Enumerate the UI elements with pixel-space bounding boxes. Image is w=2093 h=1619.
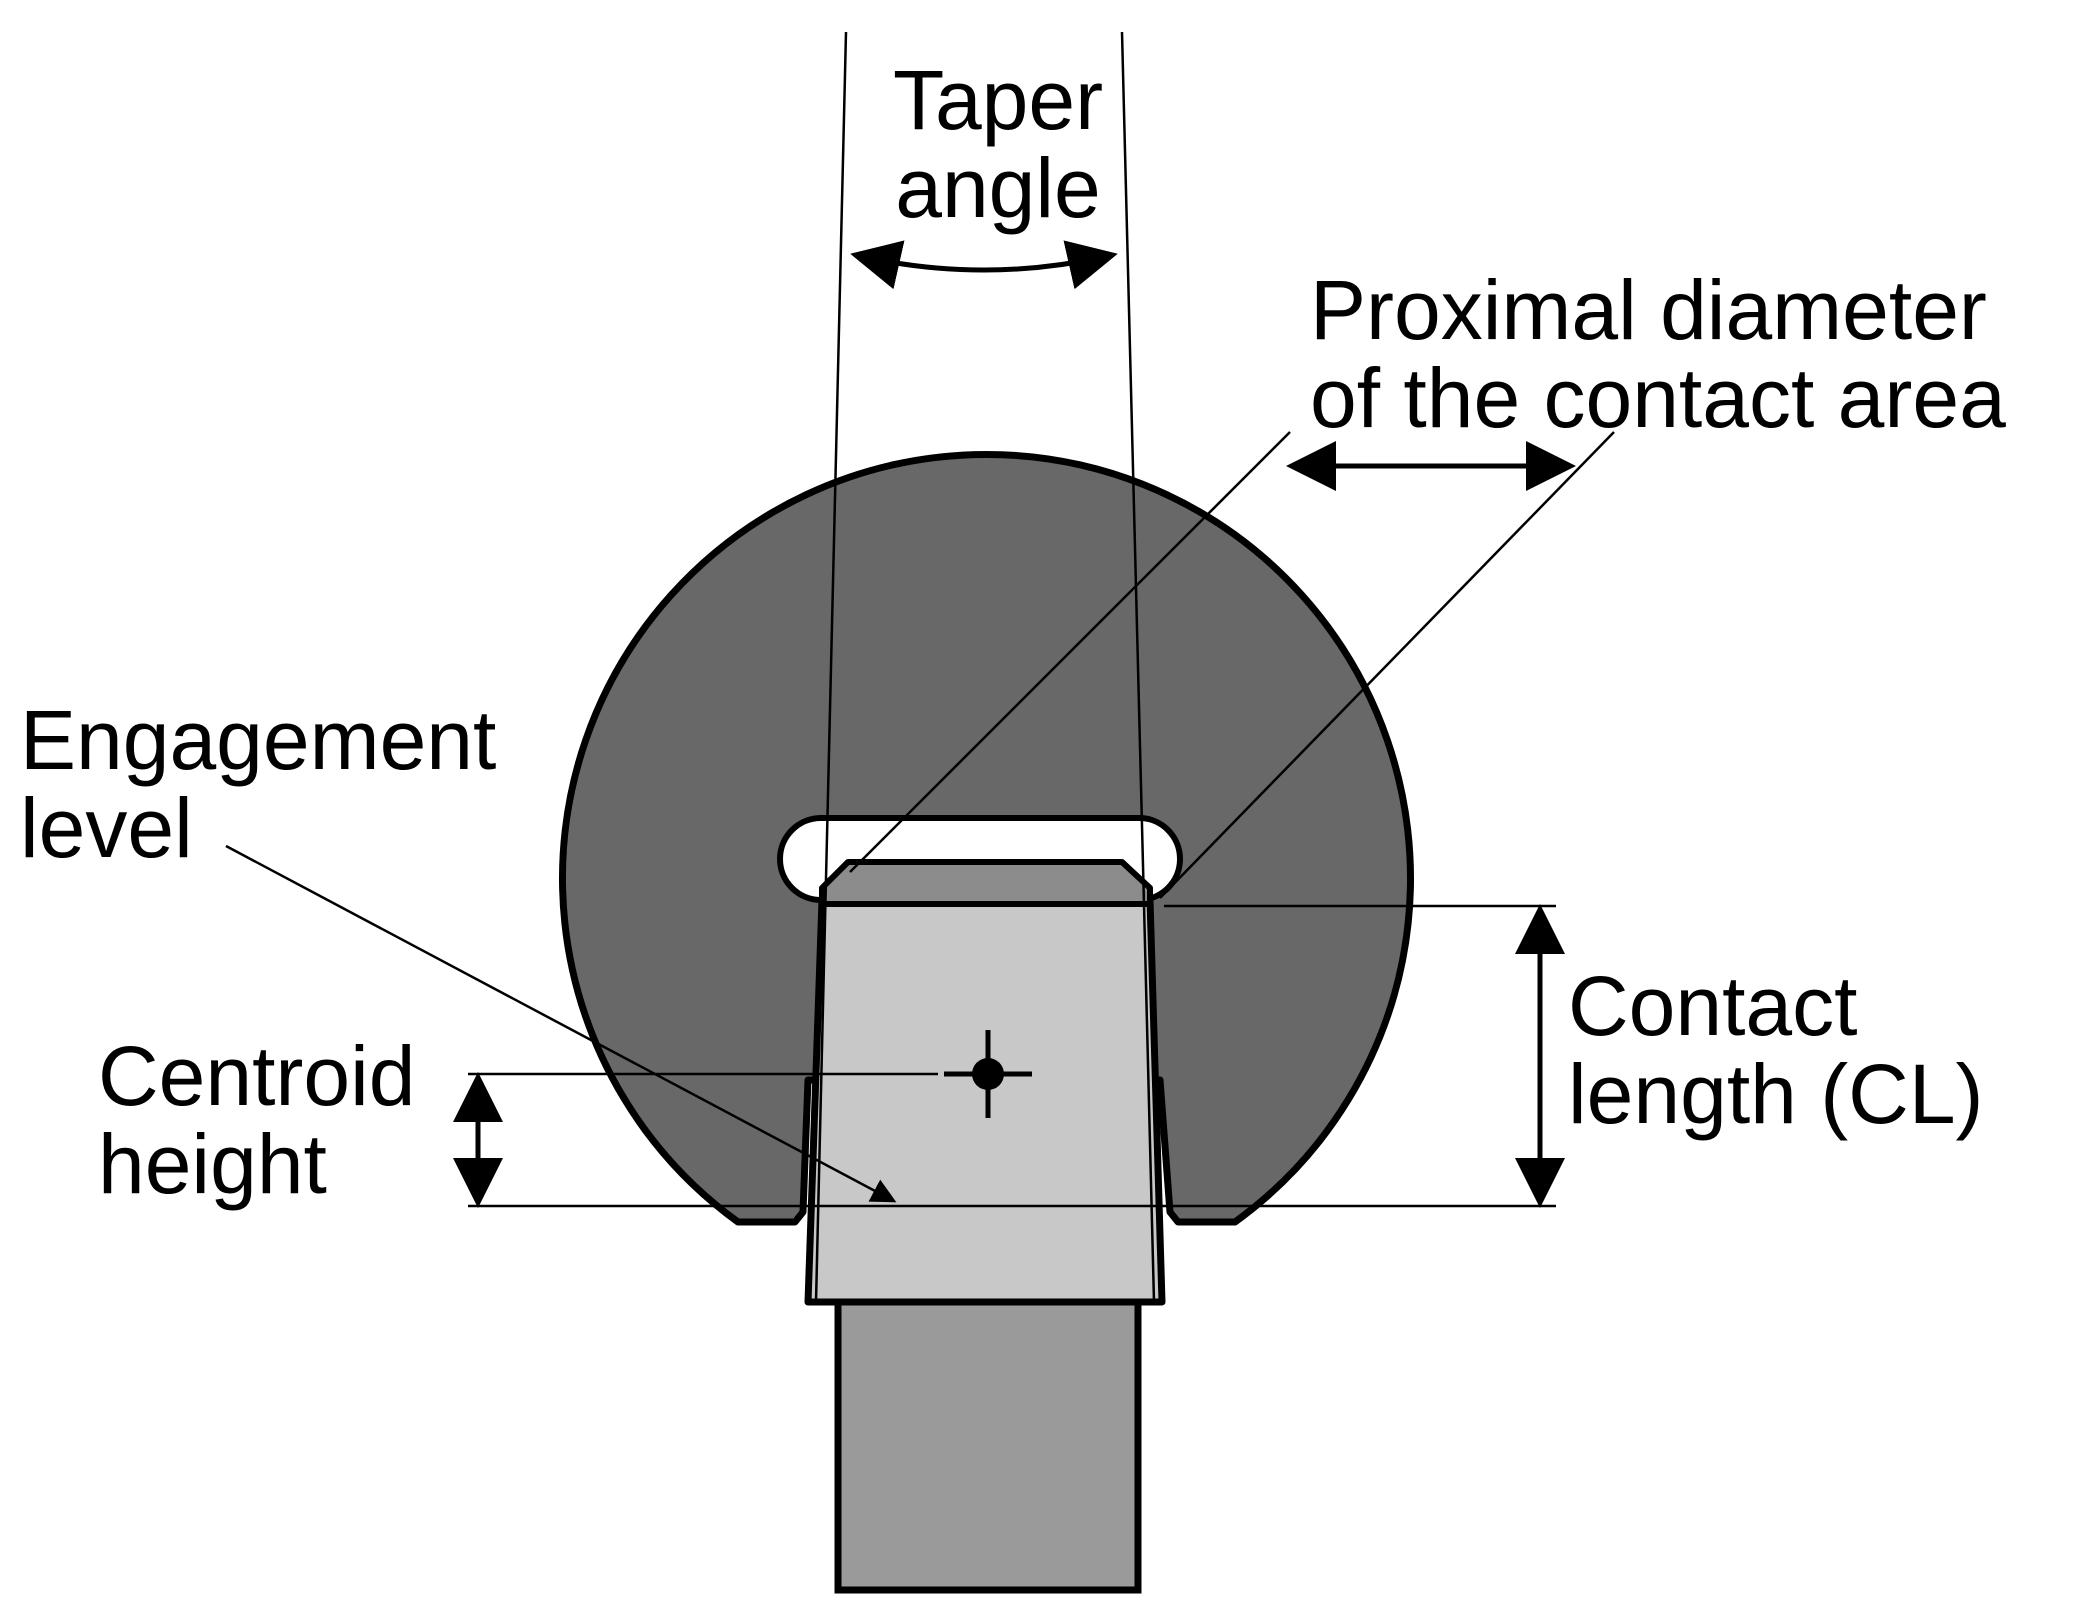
taper-angle-label: Taper angle <box>868 56 1128 232</box>
contact-length-label-line1: Contact <box>1568 959 1858 1053</box>
taper-angle-label-line2: angle <box>895 141 1101 235</box>
proximal-leader-left <box>849 431 1291 873</box>
taper-line-right <box>1120 31 1156 1303</box>
contact-length-label-line2: length (CL) <box>1568 1047 1984 1141</box>
engagement-leader <box>225 844 897 1203</box>
engagement-level-label-line2: level <box>20 781 193 875</box>
proximal-diameter-label-line1: Proximal diameter <box>1310 263 1987 357</box>
proximal-leader-right <box>1159 431 1615 899</box>
engagement-level-label-line1: Engagement <box>20 693 497 787</box>
centroid-marker-icon <box>944 1030 1032 1118</box>
contact-length-label: Contact length (CL) <box>1568 962 1984 1138</box>
taper-angle-arrow <box>850 240 1118 290</box>
centroid-height-label-line2: height <box>98 1117 327 1211</box>
taper-angle-label-line1: Taper <box>892 53 1104 147</box>
stem-neck <box>834 1294 1142 1594</box>
taper-line-left <box>814 31 848 1303</box>
trunnion-taper <box>804 896 1166 1306</box>
trunnion-top <box>819 859 1153 907</box>
proximal-diameter-label: Proximal diameter of the contact area <box>1310 266 2006 442</box>
centroid-height-label: Centroid height <box>98 1032 416 1208</box>
centroid-height-label-line1: Centroid <box>98 1029 416 1123</box>
engagement-level-label: Engagement level <box>20 696 496 872</box>
proximal-diameter-label-line2: of the contact area <box>1310 351 2006 445</box>
